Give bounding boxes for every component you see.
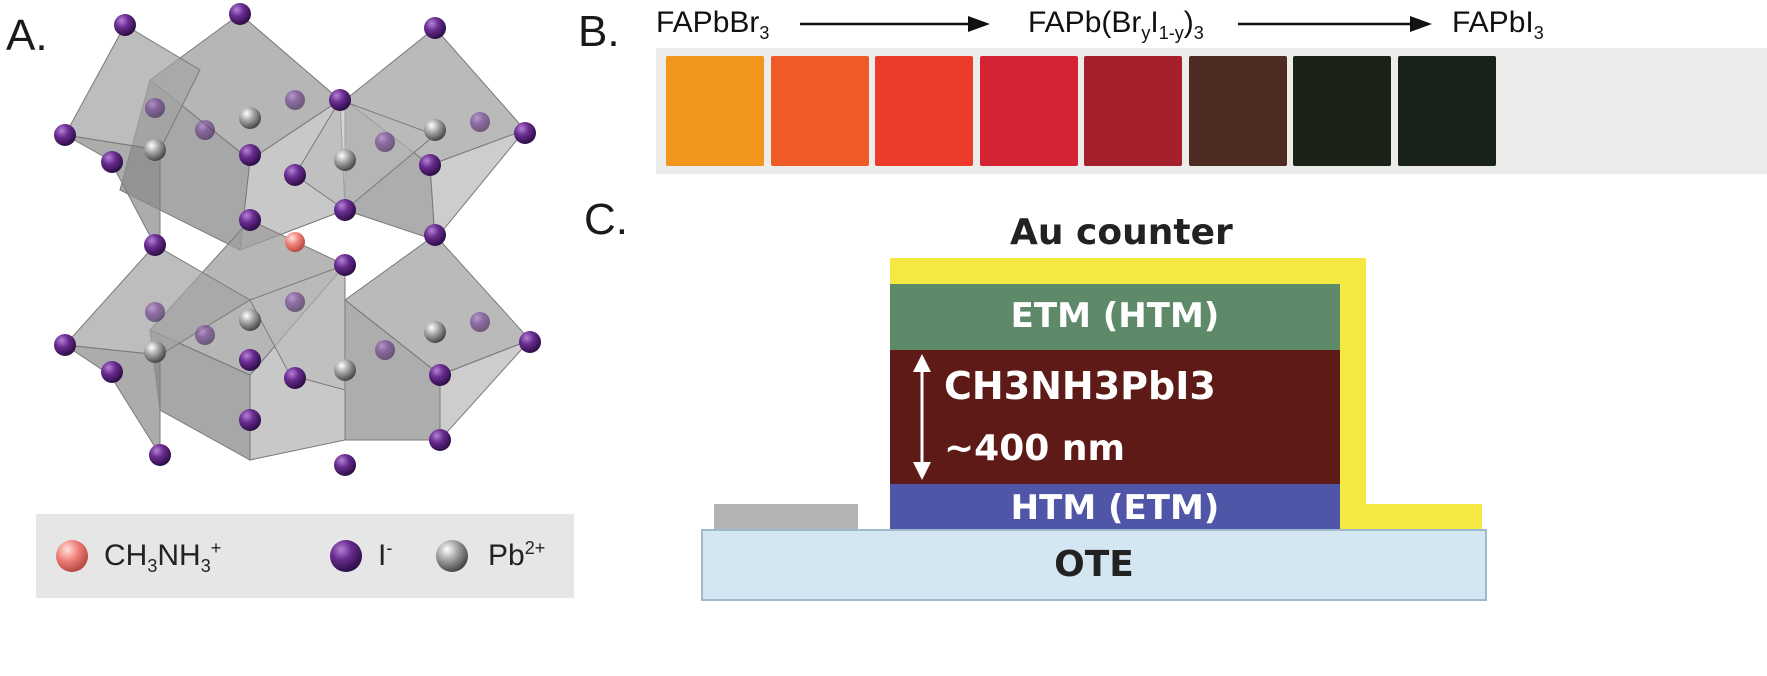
iodide-atom xyxy=(239,349,261,371)
lead-atom xyxy=(424,119,446,141)
iodide-atom xyxy=(239,209,261,231)
ote-substrate xyxy=(701,529,1487,601)
film-swatch xyxy=(1084,56,1182,166)
iodide-atom xyxy=(54,334,76,356)
panel-b-letter: B. xyxy=(578,7,620,56)
iodide-atom xyxy=(334,454,356,476)
composition-arrows xyxy=(800,16,1432,32)
iodide-atom xyxy=(195,120,215,140)
iodide-atom xyxy=(470,312,490,332)
composition-arrow-right-head xyxy=(1410,16,1432,32)
composition-arrow-left-head xyxy=(968,16,990,32)
composition-label-mixed: FAPb(BryI1-y)3 xyxy=(1028,6,1204,43)
iodide-atom xyxy=(424,224,446,246)
perovskite-crystal-structure xyxy=(54,3,541,476)
iodide-atom xyxy=(429,364,451,386)
octahedron-face xyxy=(439,339,531,442)
iodide-legend-label: I- xyxy=(378,538,393,572)
methylammonium-legend-label: CH3NH3+ xyxy=(104,538,222,576)
iodide-atom xyxy=(419,154,441,176)
film-swatch xyxy=(875,56,973,166)
lead-legend-swatch xyxy=(436,540,468,572)
iodide-atom xyxy=(145,98,165,118)
iodide-atom xyxy=(101,151,123,173)
composition-label-bromide: FAPbBr3 xyxy=(656,6,770,43)
ote-label: OTE xyxy=(1054,544,1134,585)
lead-atom xyxy=(334,149,356,171)
iodide-atom xyxy=(375,340,395,360)
iodide-atom xyxy=(514,122,536,144)
iodide-atom xyxy=(114,14,136,36)
film-swatch xyxy=(1293,56,1391,166)
iodide-atom xyxy=(149,444,171,466)
methylammonium-legend-swatch xyxy=(56,540,88,572)
etm-layer xyxy=(890,284,1340,350)
iodide-atom xyxy=(285,292,305,312)
panel-c-letter: C. xyxy=(584,195,628,244)
thickness-arrow-top-head xyxy=(913,354,931,372)
au-counter-label: Au counter xyxy=(1010,212,1233,253)
iodide-atom xyxy=(54,124,76,146)
absorber-formula: CH3NH3PbI3 xyxy=(944,364,1216,408)
lead-atom xyxy=(144,139,166,161)
iodide-atom xyxy=(429,429,451,451)
panel-a-letter: A. xyxy=(6,11,48,60)
methylammonium-cation xyxy=(285,232,305,252)
absorber-thickness: ~400 nm xyxy=(944,428,1125,469)
etm-label: ETM (HTM) xyxy=(1010,296,1220,336)
iodide-atom xyxy=(101,361,123,383)
film-swatch xyxy=(1397,56,1496,166)
iodide-atom xyxy=(239,144,261,166)
lead-legend-label: Pb2+ xyxy=(488,538,546,572)
htm-layer xyxy=(890,484,1340,530)
iodide-atom xyxy=(145,302,165,322)
iodide-atom xyxy=(229,3,251,25)
iodide-atom xyxy=(424,17,446,39)
lead-atom xyxy=(334,359,356,381)
composition-label-iodide: FAPbI3 xyxy=(1452,6,1544,43)
iodide-atom xyxy=(329,89,351,111)
iodide-atom xyxy=(239,409,261,431)
lead-atoms xyxy=(144,107,446,381)
lead-atom xyxy=(239,107,261,129)
structure-legend: CH3NH3+ I- Pb2+ xyxy=(36,514,574,598)
film-photo-strip xyxy=(656,48,1767,174)
iodide-legend-swatch xyxy=(330,540,362,572)
iodide-atoms xyxy=(54,3,541,476)
thickness-arrow-bottom-head xyxy=(913,462,931,480)
film-swatch xyxy=(1188,56,1287,166)
iodide-atom xyxy=(285,90,305,110)
film-swatches xyxy=(656,48,1767,174)
octahedron-face xyxy=(249,264,346,391)
iodide-atom xyxy=(144,234,166,256)
film-swatch xyxy=(666,56,764,166)
iodide-atom xyxy=(519,331,541,353)
htm-label: HTM (ETM) xyxy=(1010,488,1220,528)
lead-atom xyxy=(239,309,261,331)
iodide-atom xyxy=(375,132,395,152)
iodide-atom xyxy=(195,325,215,345)
front-contact xyxy=(714,504,858,530)
octahedron-face xyxy=(429,128,527,242)
lead-atom xyxy=(424,321,446,343)
iodide-atom xyxy=(284,164,306,186)
film-swatch xyxy=(770,56,869,166)
iodide-atom xyxy=(334,199,356,221)
iodide-atom xyxy=(470,112,490,132)
film-swatch xyxy=(979,56,1078,166)
au-counter-layer xyxy=(890,258,1482,532)
iodide-atom xyxy=(284,367,306,389)
absorber-layer xyxy=(890,350,1340,484)
lead-atom xyxy=(144,341,166,363)
iodide-atom xyxy=(334,254,356,276)
